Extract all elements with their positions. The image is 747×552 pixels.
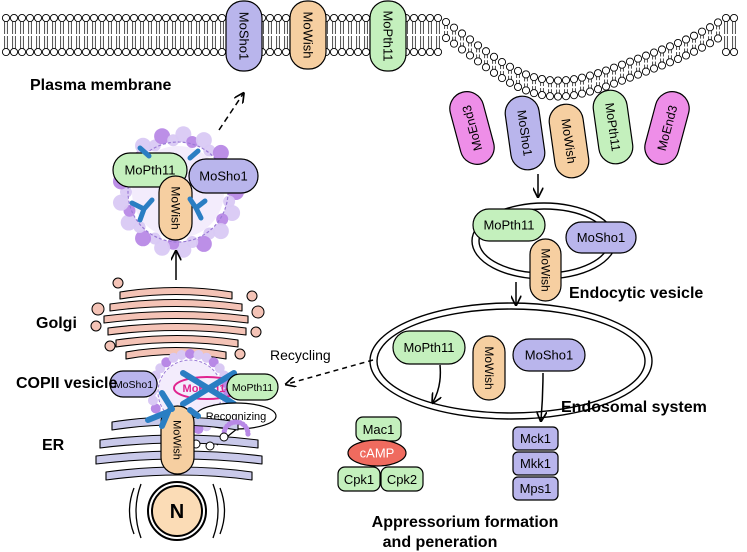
mkk1-box — [512, 451, 559, 476]
endosome-protein-pth11-label: MoPth11 — [403, 340, 454, 355]
endosome-protein-pth11: MoPth11 — [392, 330, 466, 365]
camp-pathway: Mac1 cAMP Cpk1 Cpk2 — [337, 416, 424, 492]
golgi-stack — [90, 277, 265, 360]
pit-protein-end3-right: MoEnd3 — [644, 91, 690, 165]
cpk1-box — [337, 466, 381, 492]
nucleus-label: N — [170, 501, 184, 523]
pit-protein-wish: MoWish — [548, 103, 590, 179]
nucleus: N — [128, 481, 226, 541]
endocytic-protein-wish-label: MoWish — [539, 248, 553, 291]
endocytic-protein-pth11: MoPth11 — [472, 208, 546, 242]
pit-protein-end3-left: MoEnd3 — [449, 91, 495, 165]
endocytic-protein-pth11-label: MoPth11 — [483, 218, 534, 233]
pit-protein-sho1-label: MoSho1 — [514, 109, 534, 157]
pm-protein-sho1: MoSho1 — [225, 0, 263, 72]
arrow-recycling — [287, 359, 374, 384]
copii-protein-sho1: MoSho1 — [109, 370, 158, 398]
pit-protein-sho1: MoSho1 — [504, 95, 546, 171]
appressorium-label-line2: and peneration — [383, 534, 498, 551]
endosome-protein-sho1-label: MoSho1 — [525, 348, 573, 363]
secretory-protein-sho1-label: MoSho1 — [199, 169, 247, 184]
endosomal-system-label: Endosomal system — [561, 399, 707, 416]
er-coat-blue — [145, 390, 201, 429]
secretory-protein-pth11-label: MoPth11 — [124, 163, 175, 178]
mac1-label: Mac1 — [363, 422, 395, 437]
er-protein-wish-label: MoWish — [171, 420, 183, 460]
mapk-pathway: Mck1 Mkk1 Mps1 — [512, 426, 559, 501]
mck1-box — [512, 426, 559, 451]
pit-protein-pth11: MoPth11 — [592, 89, 634, 165]
pm-protein-pth11-label: MoPth11 — [381, 10, 396, 61]
endocytic-protein-sho1-label: MoSho1 — [577, 230, 625, 245]
golgi-label: Golgi — [36, 315, 77, 332]
secretory-protein-wish-label: MoWish — [169, 186, 183, 229]
copii-protein-pth11-label: MoPth11 — [232, 382, 273, 394]
secretory-coat-blue — [129, 145, 208, 223]
cpk2-label: Cpk2 — [387, 472, 417, 487]
plasma-membrane-label: Plasma membrane — [30, 77, 172, 94]
pm-protein-sho1-label: MoSho1 — [237, 12, 252, 60]
pit-protein-wish-label: MoWish — [558, 118, 578, 165]
mps1-label: Mps1 — [520, 481, 552, 496]
recycling-label: Recycling — [270, 347, 331, 363]
appressorium-label-line1: Appressorium formation — [372, 514, 559, 531]
camp-label: cAMP — [360, 446, 395, 461]
mck1-label: Mck1 — [520, 431, 551, 446]
pm-protein-pth11: MoPth11 — [369, 0, 407, 72]
mkk1-label: Mkk1 — [520, 456, 551, 471]
mps1-box — [512, 476, 559, 501]
pm-protein-wish-label: MoWish — [301, 12, 316, 59]
arrow-pth11-to-camp-pathway — [433, 364, 440, 402]
er-label: ER — [42, 437, 65, 454]
copii-protein-pth11: MoPth11 — [226, 373, 279, 401]
er-protein-wish: MoWish — [160, 405, 195, 475]
secretory-protein-wish: MoWish — [158, 175, 193, 241]
pit-protein-pth11-label: MoPth11 — [602, 102, 623, 153]
end14-cross — [180, 370, 237, 407]
camp-ellipse — [347, 439, 407, 467]
arrow-sho1-to-mapk-pathway — [541, 372, 543, 420]
cpk1-label: Cpk1 — [344, 472, 374, 487]
endosome-protein-wish: MoWish — [472, 335, 506, 401]
pm-protein-wish: MoWish — [289, 0, 327, 70]
copii-protein-sho1-label: MoSho1 — [114, 379, 153, 391]
endocytic-vesicle-label: Endocytic vesicle — [569, 285, 703, 302]
cpk2-box — [380, 466, 424, 492]
arrow-secretory-to-membrane — [218, 94, 243, 131]
endocytic-protein-sho1: MoSho1 — [565, 221, 637, 254]
copii-vesicle-label: COPII vesicle — [16, 375, 117, 392]
endosome-protein-wish-label: MoWish — [482, 346, 496, 389]
endocytic-protein-wish: MoWish — [529, 238, 562, 302]
endosome-protein-sho1: MoSho1 — [512, 338, 586, 372]
secretory-protein-sho1: MoSho1 — [188, 158, 259, 194]
